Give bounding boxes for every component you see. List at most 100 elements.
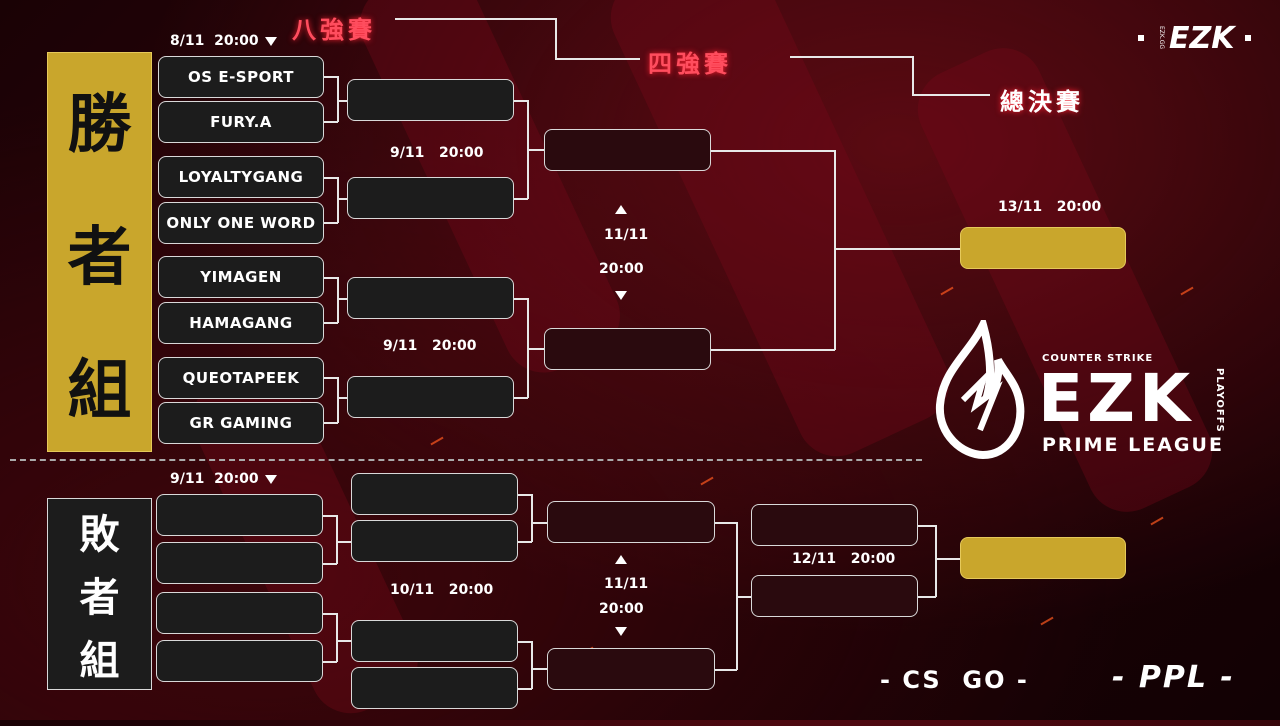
connector [935, 558, 960, 560]
stage-line [790, 56, 912, 58]
ezk-logo: COUNTER STRIKE EZK PRIME LEAGUE PLAYOFFS [928, 320, 1238, 460]
stage-line [912, 56, 914, 94]
loser-slot[interactable] [156, 640, 323, 682]
connector [918, 596, 936, 598]
match-slot[interactable] [347, 177, 514, 219]
connector [935, 525, 937, 597]
connector [514, 397, 528, 399]
date-l-r1: 9/11 20:00 [170, 471, 277, 487]
bg-spark [700, 476, 714, 486]
connector [834, 150, 836, 350]
connector [336, 640, 351, 642]
date-w-r2-bottom: 9/11 20:00 [383, 338, 477, 354]
connector [324, 277, 338, 279]
loser-r4-slot[interactable] [751, 575, 918, 617]
loser-slot[interactable] [156, 592, 323, 634]
date-w-r1: 8/11 20:00 [170, 33, 277, 49]
connector [715, 669, 737, 671]
playoffs-label: PLAYOFFS [1214, 368, 1225, 433]
losers-bracket-label: 敗 者 組 [47, 498, 152, 690]
team-slot[interactable]: LOYALTYGANG [158, 156, 324, 198]
connector [337, 177, 339, 223]
date-l-r2: 10/11 20:00 [390, 582, 494, 598]
connector [337, 198, 348, 200]
connector [323, 661, 337, 663]
bg-spark [940, 286, 954, 296]
arrow-down-icon [615, 627, 627, 636]
arrow-up-icon [615, 555, 627, 564]
connector [518, 494, 532, 496]
team-slot[interactable]: OS E-SPORT [158, 56, 324, 98]
counter-strike-label: COUNTER STRIKE [1042, 353, 1154, 364]
csgo-logo: - CS GO - [880, 666, 1029, 694]
connector [337, 277, 339, 323]
connector [337, 377, 339, 423]
stage-round8-title: 八強賽 [292, 16, 376, 44]
bg-spark [1040, 616, 1054, 626]
connector [323, 613, 337, 615]
loser-semi-slot[interactable] [547, 501, 715, 543]
team-slot[interactable]: GR GAMING [158, 402, 324, 444]
loser-slot[interactable] [156, 542, 323, 584]
match-slot[interactable] [347, 79, 514, 121]
loser-slot[interactable] [351, 520, 518, 562]
arrow-down-icon [264, 474, 277, 484]
connector [711, 349, 835, 351]
arrow-down-icon [264, 36, 277, 46]
flame-icon [935, 320, 1025, 460]
ppl-logo: - PPL - [1112, 660, 1235, 695]
connector [337, 76, 339, 122]
stage-line [395, 18, 555, 20]
connector [531, 668, 547, 670]
connector [518, 641, 532, 643]
losers-final-slot[interactable] [960, 537, 1126, 579]
loser-r4-slot[interactable] [751, 504, 918, 546]
winners-final-slot[interactable] [960, 227, 1126, 269]
connector [324, 422, 338, 424]
connector [715, 522, 737, 524]
team-slot[interactable]: YIMAGEN [158, 256, 324, 298]
stage-line [555, 58, 640, 60]
date-w-semi-day: 11/11 [604, 227, 649, 243]
ezk-title: EZK [1038, 360, 1195, 437]
team-slot[interactable]: QUEOTAPEEK [158, 357, 324, 399]
date-w-r2-top: 9/11 20:00 [390, 145, 484, 161]
bg-spark [1180, 286, 1194, 296]
corner-logo-text: EZK [1169, 20, 1235, 56]
connector [711, 150, 835, 152]
connector [531, 522, 547, 524]
arrow-down-icon [615, 291, 627, 300]
match-slot[interactable] [347, 277, 514, 319]
connector [527, 348, 544, 350]
loser-semi-slot[interactable] [547, 648, 715, 690]
corner-dot-icon [1138, 35, 1144, 41]
team-slot[interactable]: FURY.A [158, 101, 324, 143]
connector [514, 198, 528, 200]
team-slot[interactable]: ONLY ONE WORD [158, 202, 324, 244]
corner-logo: EZK.GG EZK [1138, 16, 1268, 60]
loser-slot[interactable] [351, 620, 518, 662]
connector [736, 596, 751, 598]
stage-final-title: 總決賽 [1000, 88, 1084, 116]
connector [324, 121, 338, 123]
losers-char: 組 [79, 638, 120, 685]
match-slot[interactable] [347, 376, 514, 418]
connector [518, 541, 532, 543]
connector [834, 248, 960, 250]
connector [514, 100, 528, 102]
connector [324, 76, 338, 78]
loser-slot[interactable] [351, 667, 518, 709]
losers-char: 者 [79, 574, 120, 621]
connector [918, 525, 936, 527]
corner-dot-icon [1244, 35, 1251, 41]
loser-slot[interactable] [156, 494, 323, 536]
semi-slot[interactable] [544, 129, 711, 171]
loser-slot[interactable] [351, 473, 518, 515]
connector [337, 100, 348, 102]
connector [324, 377, 338, 379]
semi-slot[interactable] [544, 328, 711, 370]
winners-char: 勝 [67, 88, 132, 163]
connector [324, 222, 338, 224]
team-slot[interactable]: HAMAGANG [158, 302, 324, 344]
prime-league-label: PRIME LEAGUE [1042, 434, 1224, 456]
